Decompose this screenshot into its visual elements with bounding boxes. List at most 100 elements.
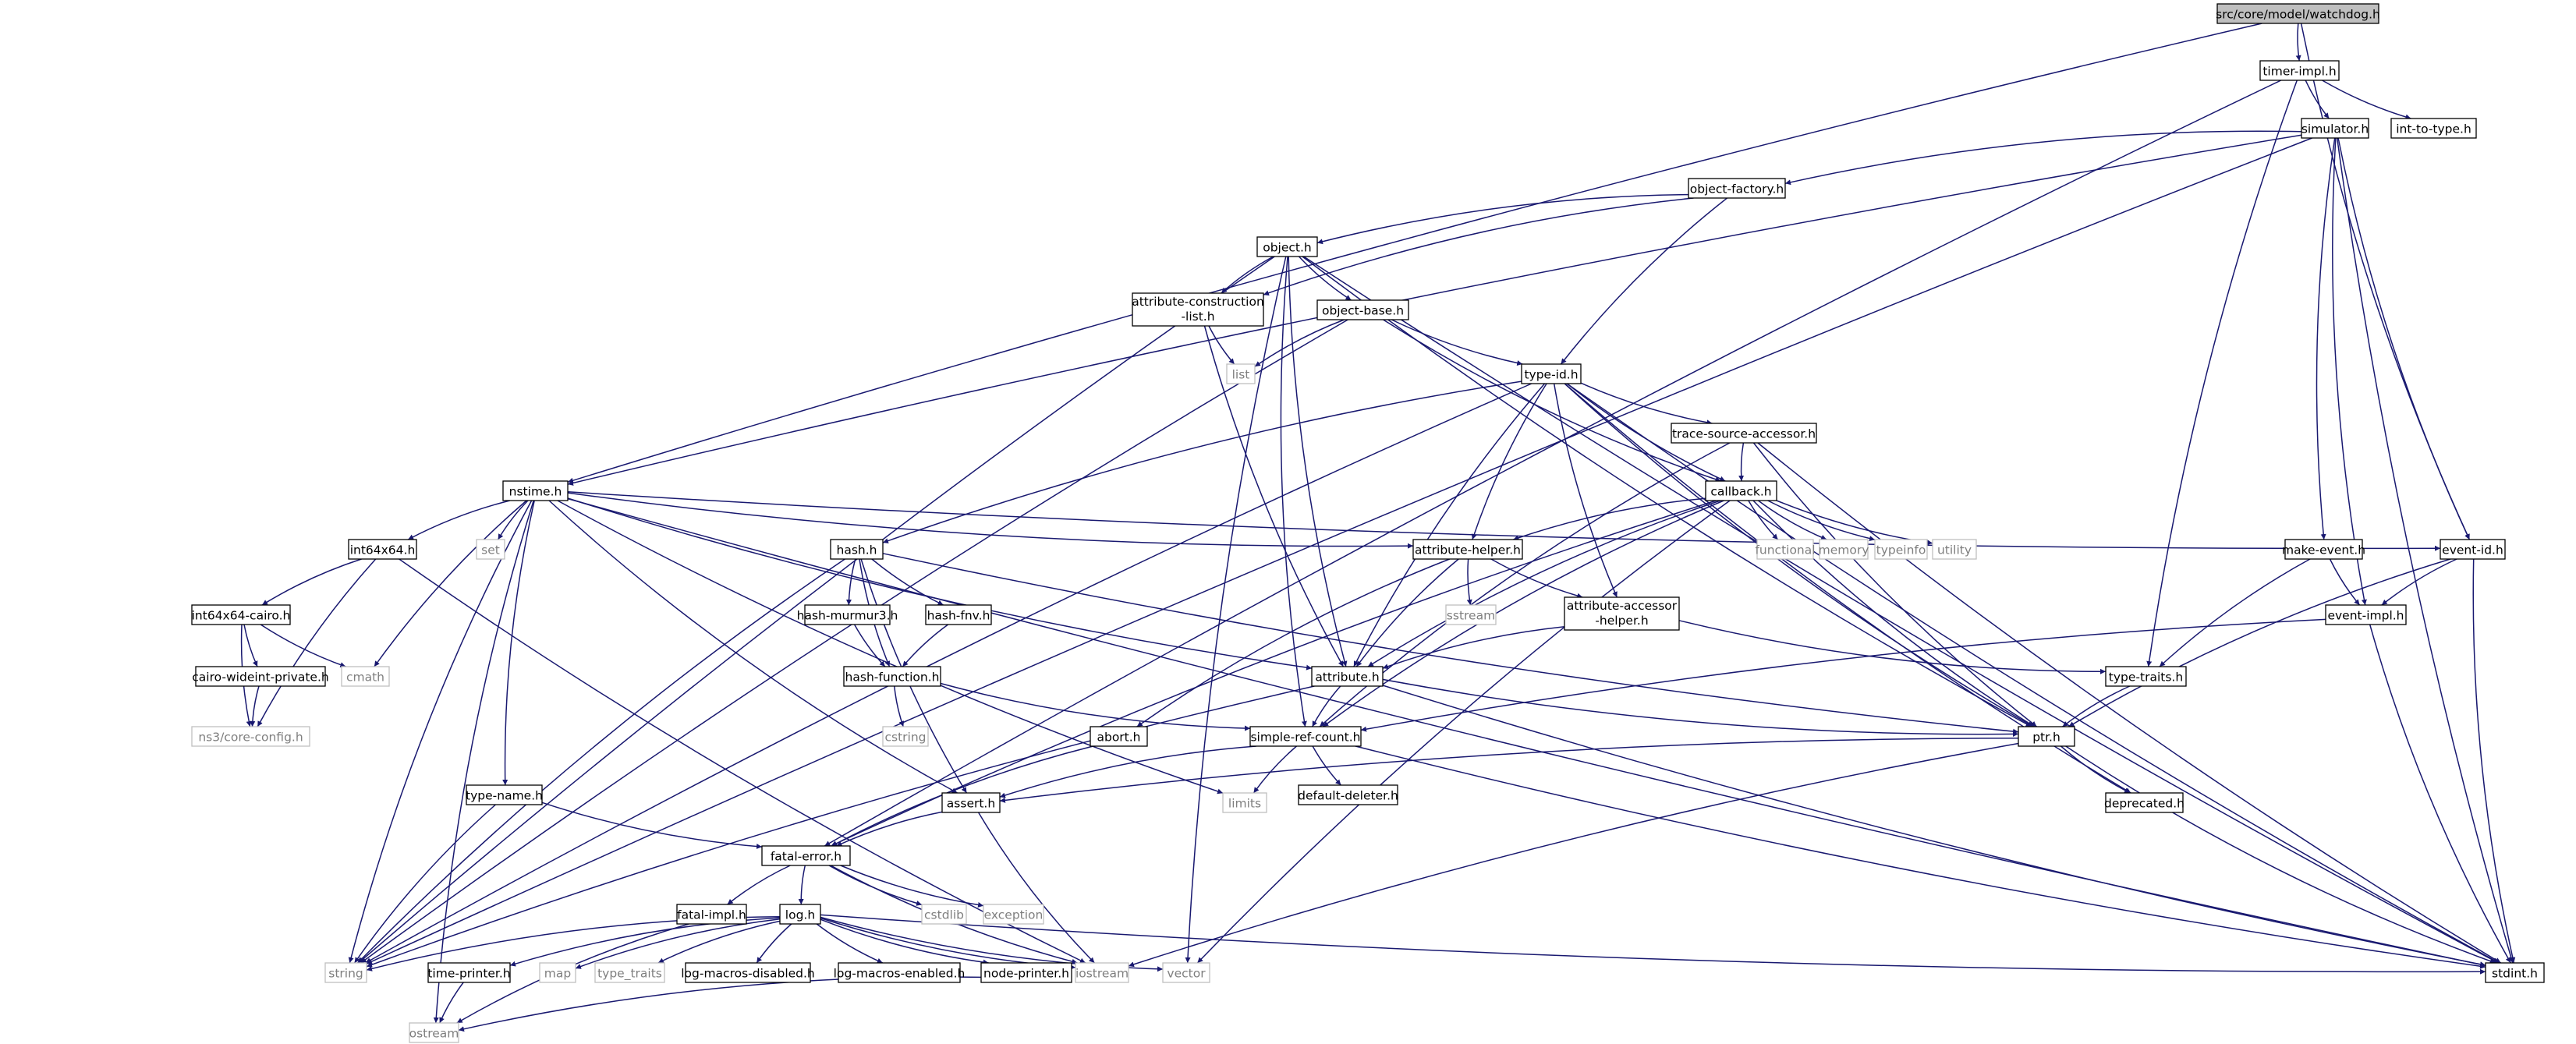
node-label: hash.h (837, 543, 877, 557)
node-cairo_wideint[interactable]: cairo-wideint-private.h (192, 666, 329, 687)
node-label: attribute.h (1315, 671, 1379, 685)
edge-type_name-to-fatal_error (541, 802, 763, 850)
node-box (838, 962, 961, 983)
node-box (1298, 784, 1398, 805)
edge-type_id-to-stdint (1566, 383, 2500, 964)
node-attr_helper[interactable]: attribute-helper.h (1412, 539, 1523, 560)
node-label: -list.h (1181, 310, 1214, 324)
node-fatal_error[interactable]: fatal-error.h (761, 845, 851, 866)
edge-attribute-to-ptr (1382, 678, 2019, 737)
edge-nstime-to-event_id (567, 491, 2441, 551)
node-make_event[interactable]: make-event.h (2282, 539, 2365, 560)
node-nstime[interactable]: nstime.h (502, 480, 569, 501)
node-box (843, 666, 941, 687)
edge-event_id-to-event_impl (2381, 558, 2457, 606)
node-box (2284, 539, 2363, 560)
node-assert[interactable]: assert.h (941, 792, 1001, 813)
node-callback[interactable]: callback.h (1705, 480, 1777, 501)
edge-simple_ref_count-to-assert (999, 745, 1256, 798)
node-attr_construction[interactable]: attribute-construction-list.h (1132, 292, 1264, 327)
node-hash_function[interactable]: hash-function.h (843, 666, 941, 687)
edge-object_base-to-string (360, 319, 1348, 964)
node-box (1705, 480, 1777, 501)
node-watchdog[interactable]: src/core/model/watchdog.h (2216, 3, 2380, 24)
node-label: object-base.h (1322, 304, 1404, 318)
node-box (341, 666, 390, 687)
node-label: map (544, 967, 571, 981)
node-box (324, 962, 367, 983)
node-deprecated[interactable]: deprecated.h (2104, 792, 2184, 813)
node-timer_impl[interactable]: timer-impl.h (2259, 60, 2340, 81)
node-simple_ref_count[interactable]: simple-ref-count.h (1249, 726, 1362, 747)
node-cstring: cstring (882, 726, 929, 747)
node-simulator[interactable]: simulator.h (2301, 118, 2369, 139)
node-label: hash-function.h (845, 671, 940, 685)
node-hash_murmur3[interactable]: hash-murmur3.h (797, 604, 898, 625)
node-ptr[interactable]: ptr.h (2018, 726, 2075, 747)
node-time_printer[interactable]: time-printer.h (427, 962, 511, 983)
node-label: functional (1755, 543, 1815, 557)
edge-int64x64-to-iostream (399, 558, 1086, 964)
node-event_impl[interactable]: event-impl.h (2325, 604, 2407, 625)
edge-type_name-to-string (353, 804, 496, 964)
node-attribute[interactable]: attribute.h (1311, 666, 1384, 687)
edge-attribute-to-stdint (1382, 685, 2486, 968)
edge-node_printer-to-ostream (458, 976, 982, 1032)
node-type_id[interactable]: type-id.h (1521, 363, 1582, 384)
node-box (1226, 363, 1256, 384)
node-box (1311, 666, 1384, 687)
node-box (2325, 604, 2407, 625)
node-abort[interactable]: abort.h (1090, 726, 1148, 747)
edge-callback-to-fatal_error (831, 500, 1717, 847)
node-box (348, 539, 417, 560)
edge-log-to-log_macros_disabled (756, 923, 792, 964)
node-box (1412, 539, 1523, 560)
node-fatal_impl[interactable]: fatal-impl.h (676, 904, 747, 925)
node-event_id[interactable]: event-id.h (2440, 539, 2506, 560)
node-default_deleter[interactable]: default-deleter.h (1298, 784, 1398, 805)
node-log_macros_enabled[interactable]: log-macros-enabled.h (834, 962, 966, 983)
edge-event_impl-to-simple_ref_count (1360, 618, 2326, 732)
node-hash_fnv[interactable]: hash-fnv.h (925, 604, 992, 625)
node-label: object-factory.h (1690, 182, 1784, 196)
edge-simulator-to-make_event (2316, 137, 2336, 540)
node-stdint[interactable]: stdint.h (2485, 962, 2545, 983)
node-attr_accessor[interactable]: attribute-accessor-helper.h (1564, 596, 1680, 631)
node-trace_source[interactable]: trace-source-accessor.h (1671, 423, 1817, 444)
node-label: limits (1228, 797, 1261, 811)
node-int_to_type[interactable]: int-to-type.h (2390, 118, 2477, 139)
edge-attribute-to-string (366, 685, 1315, 968)
edge-object-to-ptr (1302, 256, 2032, 727)
node-limits: limits (1222, 792, 1267, 813)
edge-ptr-to-deprecated (2060, 745, 2131, 794)
edge-nstime-to-attribute (567, 497, 1313, 671)
node-int64x64_cairo[interactable]: int64x64-cairo.h (191, 604, 291, 625)
edge-type_id-to-attr_helper (1471, 383, 1547, 540)
node-label: attribute-accessor (1567, 599, 1678, 613)
node-label: iostream (1075, 967, 1129, 981)
node-log_macros_disabled[interactable]: log-macros-disabled.h (681, 962, 815, 983)
edge-abort-to-fatal_error (831, 745, 1093, 847)
edge-nstime-to-int64x64 (407, 500, 510, 540)
node-object_factory[interactable]: object-factory.h (1688, 178, 1786, 199)
node-box (779, 904, 821, 925)
edge-simulator-to-string (366, 137, 2312, 964)
node-label: node-printer.h (983, 967, 1069, 981)
node-object[interactable]: object.h (1256, 236, 1318, 257)
node-object_base[interactable]: object-base.h (1316, 299, 1409, 320)
edge-assert-to-fatal_error (836, 811, 943, 847)
node-type_traits_h[interactable]: type-traits.h (2105, 666, 2187, 687)
node-functional: functional (1755, 539, 1816, 560)
node-label: cmath (346, 671, 384, 685)
edge-log-to-type_traits (657, 920, 781, 964)
node-ostream: ostream (409, 1022, 459, 1043)
node-label: type-traits.h (2109, 671, 2183, 685)
node-box (1932, 539, 1977, 560)
node-node_printer[interactable]: node-printer.h (980, 962, 1072, 983)
node-log[interactable]: log.h (779, 904, 821, 925)
node-type_name[interactable]: type-name.h (466, 784, 543, 805)
node-int64x64[interactable]: int64x64.h (348, 539, 417, 560)
node-label: assert.h (947, 797, 995, 811)
node-hash[interactable]: hash.h (830, 539, 884, 560)
